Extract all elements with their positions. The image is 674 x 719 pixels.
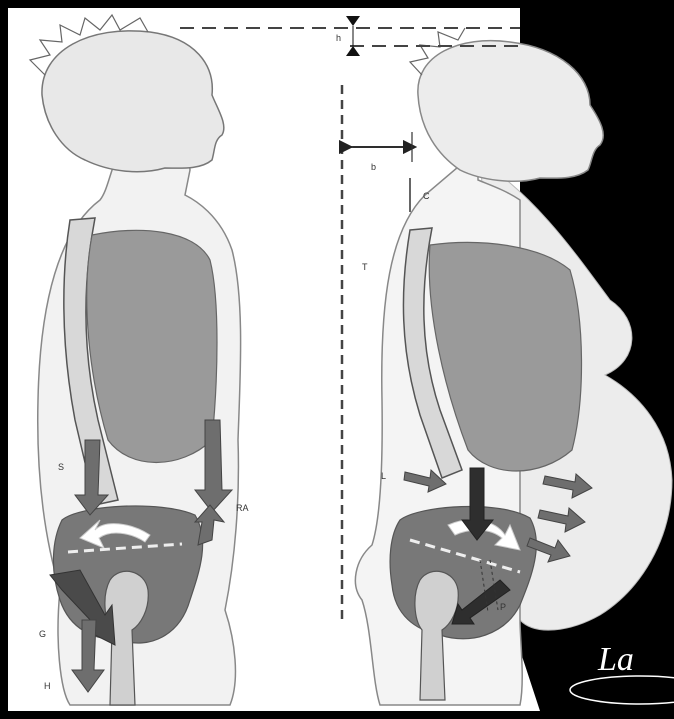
label-ra: RA: [236, 503, 249, 513]
left-head: [42, 31, 224, 172]
label-h: h: [336, 33, 341, 43]
left-thorax: [87, 230, 217, 462]
watermark-text: La: [597, 641, 634, 678]
left-figure: [30, 15, 241, 705]
label-b: b: [371, 162, 376, 172]
label-t: T: [362, 262, 368, 272]
label-p: P: [500, 602, 506, 612]
label-hip: H: [44, 681, 51, 691]
label-g: G: [39, 629, 46, 639]
label-l: L: [381, 471, 386, 481]
label-s: S: [58, 462, 64, 472]
label-c: C: [423, 191, 430, 201]
